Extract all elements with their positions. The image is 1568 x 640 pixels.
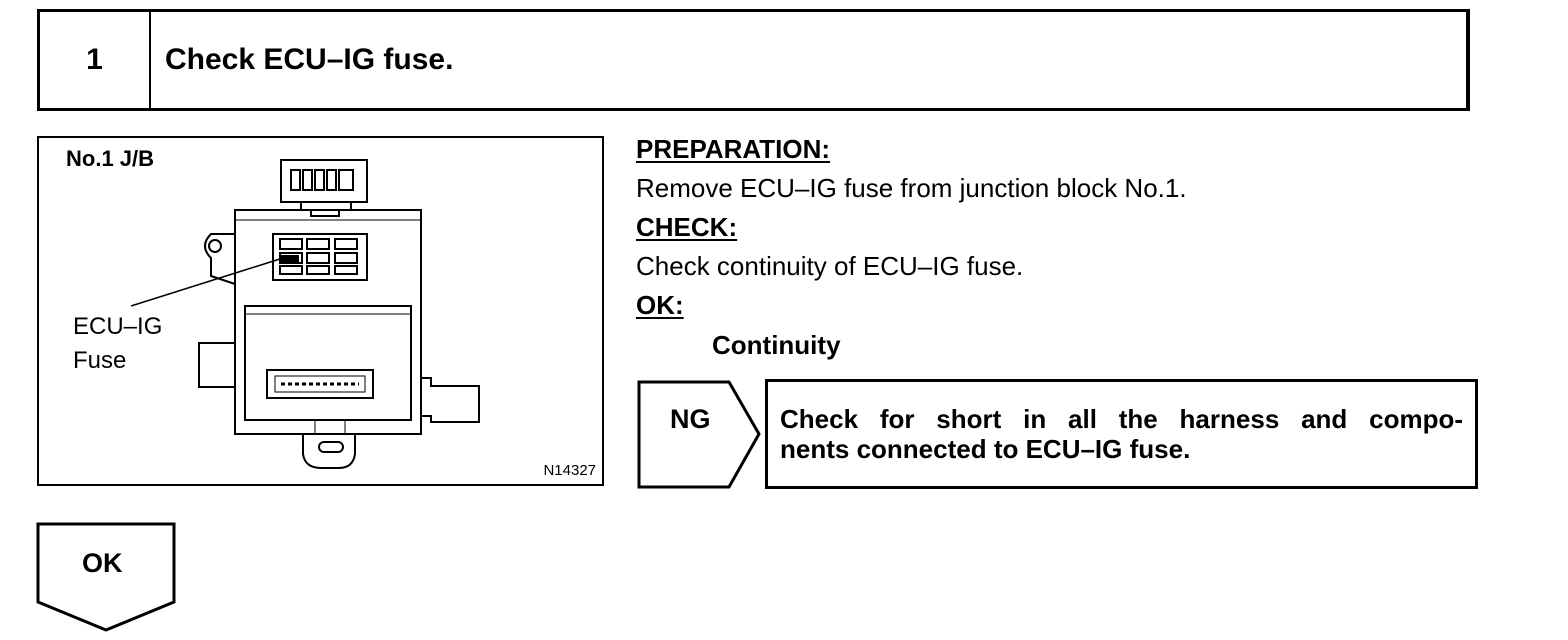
junction-block-figure: No.1 J/B ECU–IG Fuse N14327	[37, 136, 604, 486]
ng-action-line1: Check for short in all the harness and c…	[780, 404, 1463, 434]
figure-code: N14327	[543, 462, 596, 479]
bottom-connector	[266, 369, 374, 399]
ng-arrow-shape	[637, 380, 761, 489]
fuse-callout: ECU–IG Fuse	[73, 310, 162, 378]
fuse-panel	[272, 233, 368, 281]
figure-title: No.1 J/B	[66, 146, 155, 171]
preparation-text: Remove ECU–IG fuse from junction block N…	[636, 173, 1187, 203]
ok-label: OK	[82, 548, 123, 578]
check-heading: CHECK:	[636, 212, 738, 242]
check-text: Check continuity of ECU–IG fuse.	[636, 251, 1024, 281]
step-header: 1 Check ECU–IG fuse.	[37, 9, 1470, 111]
step-number: 1	[40, 12, 151, 108]
ng-action-line2: nents connected to ECU–IG fuse.	[780, 434, 1191, 464]
top-connector	[280, 159, 368, 203]
preparation-heading: PREPARATION:	[636, 134, 831, 164]
ok-arrow-shape	[36, 522, 176, 632]
step-title: Check ECU–IG fuse.	[165, 43, 454, 76]
ok-value: Continuity	[712, 330, 841, 360]
callout-leader	[130, 257, 284, 307]
ng-label: NG	[670, 404, 711, 434]
fuse-callout-line2: Fuse	[73, 347, 127, 374]
junction-block-drawing	[130, 159, 480, 469]
ecu-ig-fuse	[281, 255, 299, 262]
fuse-callout-line1: ECU–IG	[73, 313, 163, 340]
procedure: PREPARATION: Remove ECU–IG fuse from jun…	[636, 130, 1476, 366]
ok-heading: OK:	[636, 290, 684, 320]
ng-action-box: Check for short in all the harness and c…	[765, 379, 1478, 489]
